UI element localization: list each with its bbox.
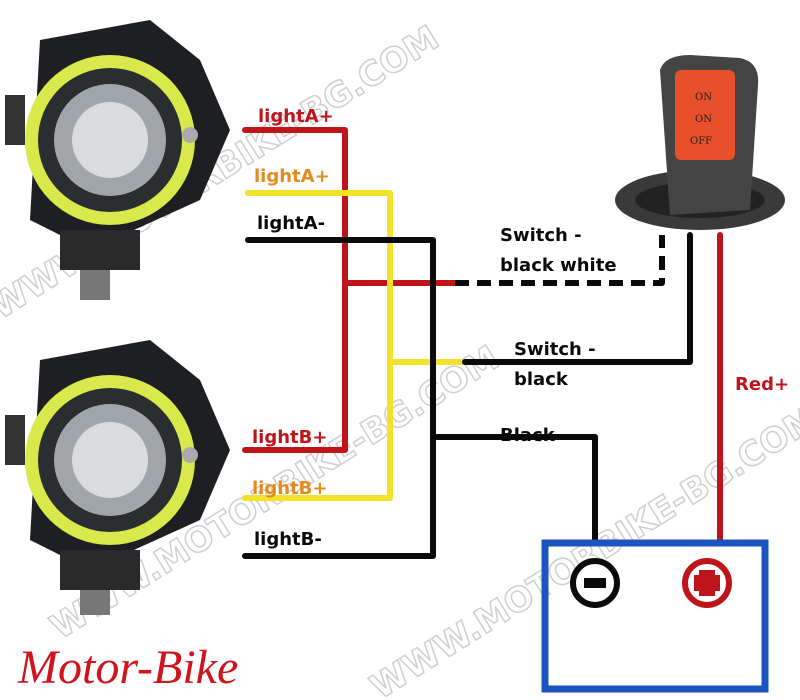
wire-lightA-minus (242, 237, 436, 559)
wire-black-minus (430, 434, 598, 545)
wire-lightA-plus-yellow (242, 190, 393, 501)
battery (541, 539, 769, 693)
svg-text:OFF: OFF (690, 136, 712, 147)
label-lightA-plus-yellow: lightA+ (254, 166, 330, 187)
handlebar-switch[interactable]: ON ON OFF (615, 55, 785, 230)
label-switch-bw-1: Switch - (500, 225, 582, 246)
title: Motor-Bike (17, 641, 238, 694)
wire-switch-black (462, 232, 693, 365)
label-lightB-plus-yellow: lightB+ (252, 478, 327, 499)
svg-text:WWW.MOTORBIKE-BG.COM: WWW.MOTORBIKE-BG.COM (364, 398, 800, 700)
switch-rocker[interactable] (675, 70, 735, 160)
svg-text:ON: ON (695, 92, 712, 103)
label-switch-b-2: black (514, 369, 569, 390)
label-black-minus: Black- (500, 425, 562, 446)
label-lightA-plus-red: lightA+ (258, 106, 334, 127)
headlight-b (5, 340, 230, 615)
label-lightB-minus: lightB- (254, 529, 322, 550)
label-lightB-plus-red: lightB+ (252, 427, 327, 448)
wire-switch-black-white (455, 235, 665, 286)
headlight-a (5, 20, 230, 300)
label-switch-b-1: Switch - (514, 339, 596, 360)
label-red-plus: Red+ (735, 374, 789, 395)
label-switch-bw-2: black white (500, 255, 617, 276)
wire-lightA-plus-red (242, 127, 348, 453)
svg-text:ON: ON (695, 114, 712, 125)
label-lightA-minus: lightA- (257, 213, 325, 234)
